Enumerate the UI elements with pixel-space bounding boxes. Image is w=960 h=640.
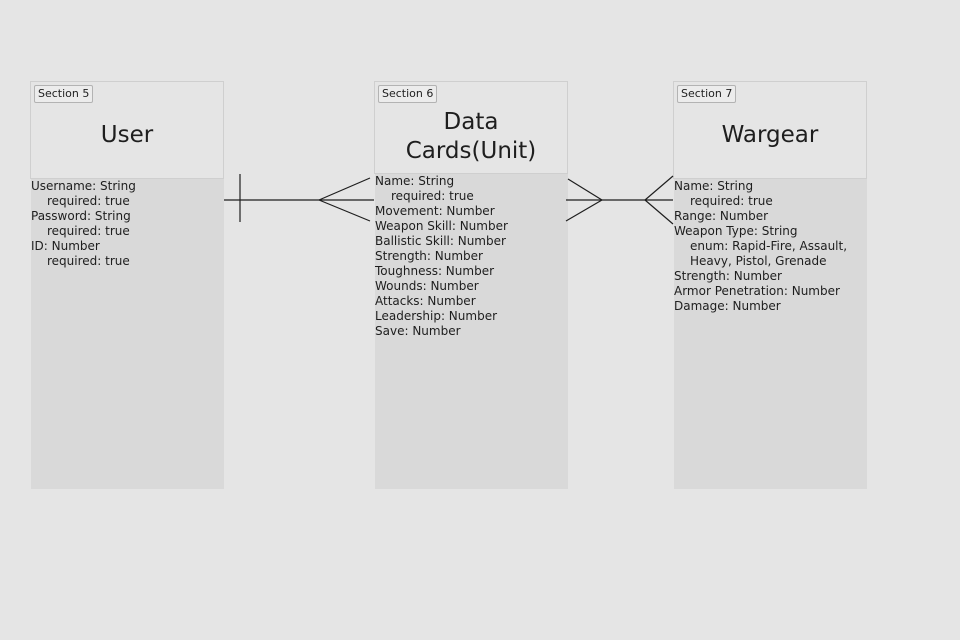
field-item: Save: Number xyxy=(375,324,461,338)
field-item: Password: String xyxy=(31,209,131,223)
section-header: Section 5 User xyxy=(30,81,224,179)
field-item: Leadership: Number xyxy=(375,309,498,323)
field-item: Attacks: Number xyxy=(375,294,476,308)
field-item: Damage: Number xyxy=(674,299,781,313)
field-list: Username: String required: true Password… xyxy=(31,179,224,269)
field-constraint: required: true xyxy=(47,224,130,238)
section-wargear[interactable]: Section 7 Wargear Name: String required:… xyxy=(673,81,867,489)
crows-foot-prong xyxy=(644,199,674,225)
crows-foot-prong xyxy=(565,199,603,222)
field-item: Username: String xyxy=(31,179,136,193)
field-item: Wounds: Number xyxy=(375,279,479,293)
crows-foot-prong xyxy=(318,199,371,222)
field-item: Movement: Number xyxy=(375,204,495,218)
field-item: ID: Number xyxy=(31,239,100,253)
section-title: Wargear xyxy=(721,122,819,148)
field-item: Strength: Number xyxy=(674,269,782,283)
field-item: Strength: Number xyxy=(375,249,483,263)
field-item: Toughness: Number xyxy=(375,264,495,278)
section-body: Name: String required: true Movement: Nu… xyxy=(375,174,568,489)
section-tag[interactable]: Section 6 xyxy=(378,85,438,103)
section-title: User xyxy=(100,122,154,148)
section-header: Section 7 Wargear xyxy=(673,81,867,179)
connector-user-to-data-cards[interactable] xyxy=(224,174,374,222)
section-body: Username: String required: true Password… xyxy=(31,179,224,489)
section-tag[interactable]: Section 5 xyxy=(34,85,94,103)
field-item: Name: String xyxy=(674,179,754,193)
field-constraint: required: true xyxy=(47,194,130,208)
field-item: Range: Number xyxy=(674,209,769,223)
field-item: Name: String xyxy=(375,174,455,188)
field-constraint: required: true xyxy=(391,189,474,203)
field-item: Weapon Type: String xyxy=(674,224,798,238)
field-item: Ballistic Skill: Number xyxy=(375,234,506,248)
crows-foot-prong xyxy=(318,177,371,201)
field-constraint: required: true xyxy=(690,194,773,208)
section-title: Data Cards(Unit) xyxy=(405,109,537,164)
field-constraint: required: true xyxy=(47,254,130,268)
field-constraint: enum: Rapid-Fire, Assault, Heavy, Pistol… xyxy=(690,239,848,268)
crows-foot-prong xyxy=(644,175,674,201)
field-list: Name: String required: true Range: Numbe… xyxy=(674,179,867,314)
field-item: Armor Penetration: Number xyxy=(674,284,840,298)
section-body: Name: String required: true Range: Numbe… xyxy=(674,179,867,489)
section-tag[interactable]: Section 7 xyxy=(677,85,737,103)
field-list: Name: String required: true Movement: Nu… xyxy=(375,174,568,339)
section-header: Section 6 Data Cards(Unit) xyxy=(374,81,568,174)
section-user[interactable]: Section 5 User Username: String required… xyxy=(30,81,224,489)
connector-data-cards-to-wargear[interactable] xyxy=(565,175,674,225)
field-item: Weapon Skill: Number xyxy=(375,219,508,233)
section-data-cards[interactable]: Section 6 Data Cards(Unit) Name: String … xyxy=(374,81,568,489)
crows-foot-prong xyxy=(567,178,603,201)
